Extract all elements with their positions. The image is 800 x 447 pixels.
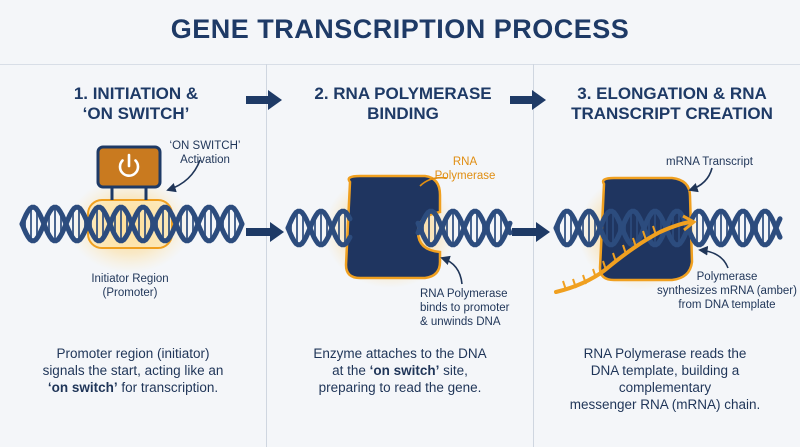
mrna-nucleotide <box>612 252 617 263</box>
flow-arrow-icon <box>510 90 546 110</box>
caption-emphasis: ‘on switch’ <box>369 363 440 378</box>
caption-text: signals the start, acting like an <box>42 363 224 378</box>
mrna-nucleotide <box>602 260 607 271</box>
caption-emphasis: ‘on switch’ <box>47 380 118 395</box>
dna-strand <box>553 208 783 248</box>
dna-strand <box>415 208 513 248</box>
mrna-nucleotide <box>622 244 627 255</box>
panel-1-title: 1. INITIATION & ‘ON SWITCH’ <box>73 84 199 123</box>
main-title: GENE TRANSCRIPTION PROCESS <box>170 14 630 44</box>
caption-text: messenger RNA (mRNA) chain. <box>569 397 761 412</box>
power-icon <box>118 153 140 177</box>
callout-arrow <box>688 167 713 193</box>
caption-text: Promoter region (initiator) <box>56 346 210 361</box>
dna-helix <box>553 208 783 248</box>
callout-arrow <box>166 159 201 193</box>
on-switch-label: ‘ON SWITCH’ Activation <box>169 140 241 166</box>
callout-arrow <box>698 245 729 269</box>
mrna-nucleotide <box>642 230 647 241</box>
mrna-transcript-label: mRNA Transcript <box>666 156 753 168</box>
dna-helix <box>285 208 513 248</box>
caption-text: preparing to read the gene. <box>318 380 482 395</box>
panel-3-title: 3. ELONGATION & RNA TRANSCRIPT CREATION <box>571 84 773 123</box>
dna-helix <box>19 204 245 244</box>
mrna-nucleotide <box>582 274 587 285</box>
caption-text: RNA Polymerase reads the <box>583 346 747 361</box>
mrna-nucleotide <box>592 268 597 279</box>
mrna-nucleotide <box>572 278 577 289</box>
dna-strand <box>553 208 783 248</box>
flow-arrow-icon <box>246 90 282 110</box>
panel-2-title: 2. RNA POLYMERASE BINDING <box>314 84 492 123</box>
panel-divider <box>533 64 534 447</box>
callout-arrow <box>419 176 448 187</box>
caption-text: for transcription. <box>117 380 219 395</box>
caption-text: complementary <box>618 380 712 395</box>
flow-arrow-icon <box>512 222 550 242</box>
caption-text: DNA template, building a <box>590 363 740 378</box>
panel-1-caption: Promoter region (initiator) signals the … <box>8 345 258 396</box>
panel-3-caption: RNA Polymerase reads the DNA template, b… <box>540 345 790 413</box>
dna-strand <box>19 204 245 244</box>
callout-arrow <box>440 255 463 285</box>
mrna-nucleotide <box>562 280 567 291</box>
mrna-strand <box>554 214 697 294</box>
synthesizes-label: Polymerase synthesizes mRNA (amber) from… <box>657 271 797 311</box>
mrna-nucleotide <box>632 237 637 248</box>
header-rule <box>0 64 800 65</box>
caption-text: site, <box>439 363 468 378</box>
panel-divider <box>266 64 267 447</box>
binds-label: RNA Polymerase binds to promoter & unwin… <box>420 288 510 328</box>
dna-strand <box>285 208 353 248</box>
dna-strand <box>285 208 353 248</box>
mrna-nucleotide <box>652 225 657 236</box>
rna-polymerase-label: RNA Polymerase <box>434 156 496 182</box>
caption-text: at the <box>332 363 370 378</box>
caption-text: Enzyme attaches to the DNA <box>313 346 487 361</box>
panel-2-caption: Enzyme attaches to the DNA at the ‘on sw… <box>275 345 525 396</box>
initiator-region-label: Initiator Region (Promoter) <box>91 273 169 299</box>
flow-arrow-icon <box>246 222 284 242</box>
